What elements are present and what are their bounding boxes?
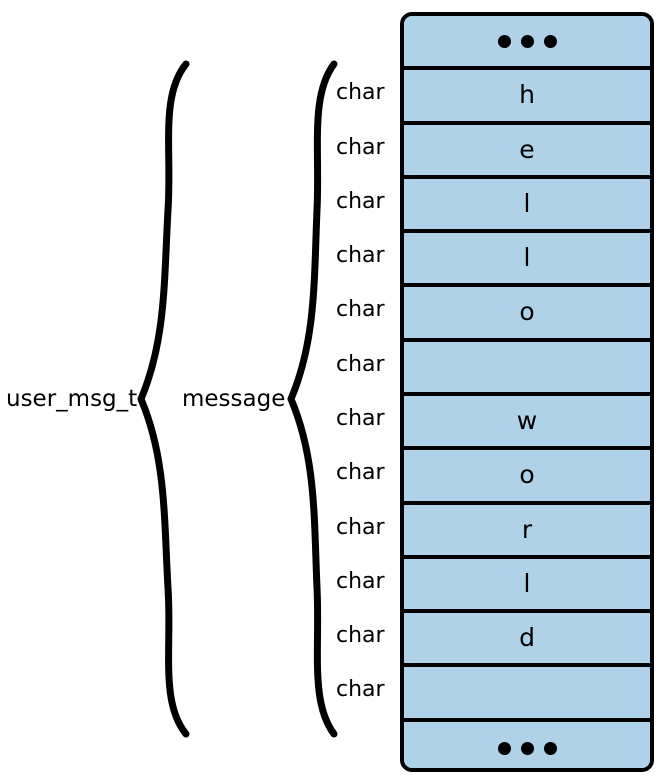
memory-cell-value: o (519, 460, 535, 490)
memory-cell-value: l (523, 568, 531, 598)
ellipsis-dots-icon (497, 742, 557, 756)
field-type-label: char (336, 134, 385, 160)
memory-cell-value: l (523, 243, 531, 273)
field-type-label: char (336, 243, 385, 269)
field-type-label: char (336, 568, 385, 594)
field-type-label-column: char char char char char char char char char char… (336, 12, 396, 772)
memory-cell: o (404, 450, 650, 505)
memory-cell-value: r (521, 514, 533, 544)
memory-cell: h (404, 70, 650, 125)
memory-cell: e (404, 124, 650, 179)
memory-cell (404, 667, 650, 722)
outer-struct-label: user_msg_t (6, 386, 138, 412)
field-type-label: char (336, 460, 385, 486)
ellipsis-dots-icon (497, 34, 557, 48)
memory-cell: l (404, 233, 650, 288)
field-type-label: char (336, 188, 385, 214)
memory-cell: w (404, 395, 650, 451)
memory-cell-value: l (523, 188, 531, 218)
memory-cell: d (404, 613, 650, 668)
field-type-label: char (336, 677, 385, 703)
field-type-label: char (336, 514, 385, 540)
inner-field-label: message (182, 386, 286, 412)
memory-cell-ellipsis (404, 16, 650, 71)
field-type-label: char (336, 80, 385, 106)
memory-cell-value: d (519, 623, 535, 653)
field-type-label: char (336, 351, 385, 377)
memory-cell: l (404, 178, 650, 234)
outer-brace-icon (137, 60, 190, 738)
memory-cell-value: h (519, 80, 535, 110)
memory-cell-value: w (516, 405, 538, 435)
memory-cell: o (404, 287, 650, 342)
inner-brace-icon (287, 60, 338, 738)
field-type-label: char (336, 297, 385, 323)
memory-cell: r (404, 504, 650, 559)
memory-cell (404, 341, 650, 396)
memory-cell-ellipsis (404, 721, 650, 768)
field-type-label: char (336, 406, 385, 431)
memory-cell-value: e (519, 134, 535, 164)
field-type-label: char (336, 623, 385, 649)
memory-cell: l (404, 558, 650, 614)
memory-cell-value: o (519, 297, 535, 327)
